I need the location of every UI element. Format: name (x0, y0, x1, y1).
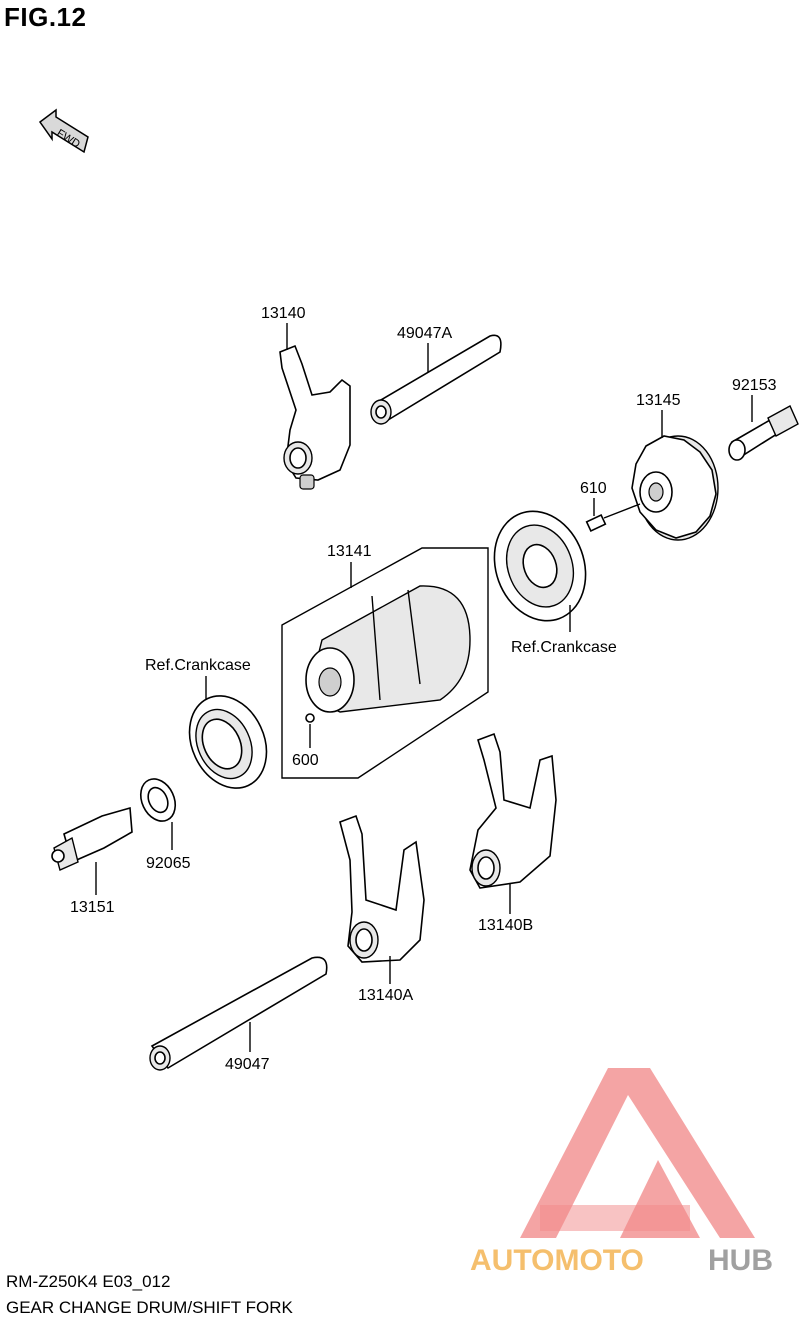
model-code: RM-Z250K4 E03_012 (6, 1272, 171, 1291)
automotohub-logo: AUTOMOTO HUB (470, 1068, 773, 1277)
label-610: 610 (580, 480, 607, 497)
label-49047: 49047 (225, 1056, 270, 1073)
shift-fork-13140A (339, 814, 425, 963)
needle-bearing-left (188, 695, 268, 789)
shaft-49047A (370, 334, 502, 425)
logo-text-left: AUTOMOTO (470, 1244, 644, 1277)
label-13151: 13151 (70, 899, 115, 916)
shift-fork-13140B (469, 732, 557, 889)
part-600-circle (305, 713, 315, 723)
fwd-arrow-icon: FWD (38, 108, 89, 154)
gear-change-drum-13141 (281, 547, 489, 779)
shaft-49047 (149, 956, 328, 1071)
label-600: 600 (292, 752, 319, 769)
section-title: GEAR CHANGE DRUM/SHIFT FORK (6, 1298, 293, 1317)
label-13140B: 13140B (478, 917, 533, 934)
bolt-92153 (728, 405, 799, 461)
label-92065: 92065 (146, 855, 191, 872)
label-49047A: 49047A (397, 325, 452, 342)
label-92153: 92153 (732, 377, 777, 394)
label-ref-crankcase-right: Ref.Crankcase (511, 639, 617, 656)
cam-plate-13145 (631, 435, 719, 541)
label-13145: 13145 (636, 392, 681, 409)
neutral-switch-13151 (51, 806, 133, 871)
logo-text-right: HUB (708, 1244, 773, 1277)
bearing-right (493, 510, 587, 622)
label-ref-crankcase-left: Ref.Crankcase (145, 657, 251, 674)
figure-title: FIG.12 (4, 2, 87, 32)
label-13140A: 13140A (358, 987, 413, 1004)
pin-610 (585, 503, 641, 532)
shift-fork-13140 (279, 344, 351, 490)
washer-92065 (139, 778, 177, 822)
label-13141: 13141 (327, 543, 372, 560)
label-13140: 13140 (261, 305, 306, 322)
